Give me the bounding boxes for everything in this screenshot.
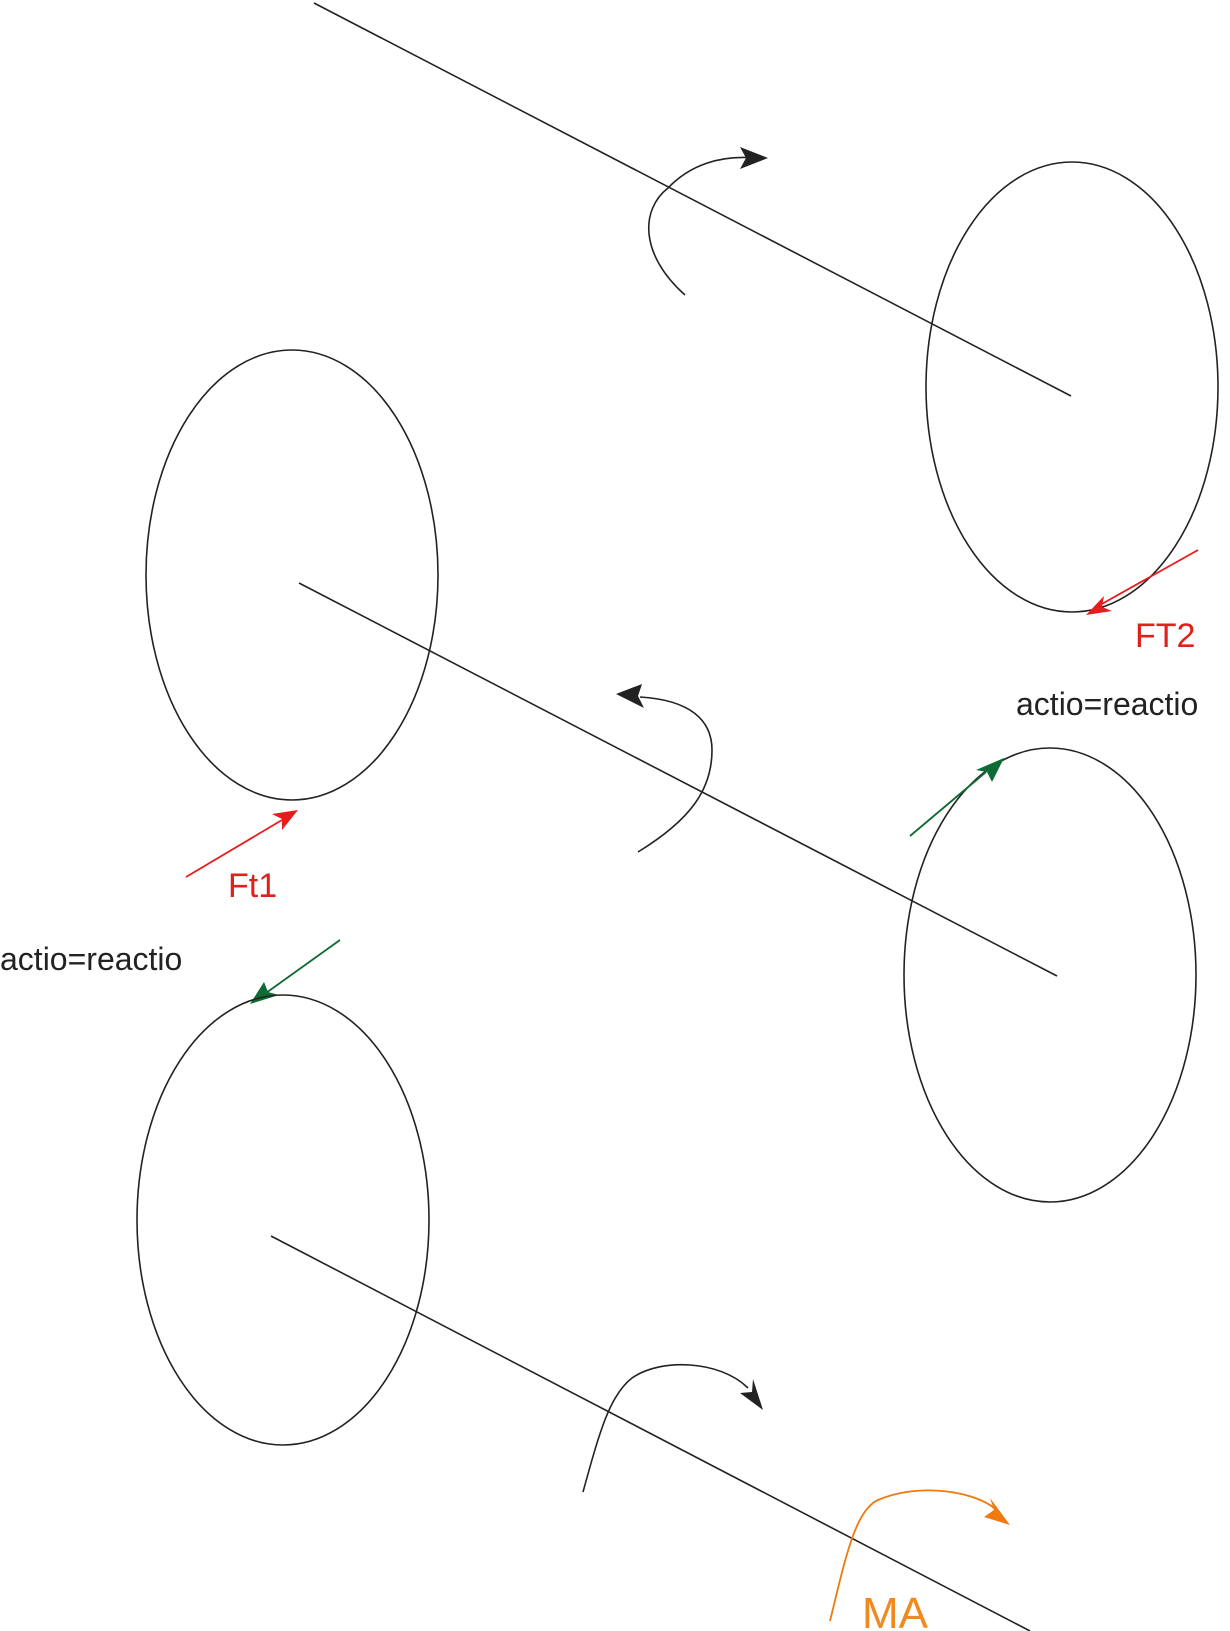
middle-rotation-arrowhead-icon bbox=[616, 684, 644, 708]
top-shaft-assembly bbox=[313, 2, 1219, 613]
bottom-gear-wheel bbox=[136, 994, 430, 1446]
middle-shaft-assembly bbox=[145, 349, 1197, 1203]
bottom-shaft-line bbox=[270, 1235, 1031, 1631]
actio-reactio-label-left: actio=reactio bbox=[0, 941, 182, 977]
top-gear-wheel bbox=[925, 161, 1219, 613]
green-force-left bbox=[250, 939, 341, 1004]
middle-shaft-line bbox=[298, 582, 1058, 977]
middle-right-gear-wheel bbox=[903, 747, 1197, 1203]
bottom-rotation-arrowhead-icon bbox=[740, 1379, 763, 1410]
ft2-force-line bbox=[1099, 549, 1199, 606]
top-rotation-arrowhead-icon bbox=[740, 147, 768, 169]
ft2-force: FT2 bbox=[1086, 549, 1199, 655]
top-rotation-arrow bbox=[648, 156, 756, 296]
green-force-right-line bbox=[909, 771, 987, 837]
ma-moment: MA bbox=[829, 1489, 1010, 1631]
ft2-label: FT2 bbox=[1135, 617, 1195, 655]
ft1-force-line bbox=[185, 819, 283, 878]
ft1-arrowhead-icon bbox=[272, 810, 298, 830]
bottom-rotation-arrow bbox=[582, 1363, 749, 1493]
ft2-arrowhead-icon bbox=[1086, 596, 1112, 615]
ft1-label: Ft1 bbox=[228, 867, 277, 905]
ma-label: MA bbox=[862, 1589, 929, 1631]
ft1-force: Ft1 bbox=[185, 810, 298, 905]
green-force-left-line bbox=[265, 939, 341, 994]
ma-moment-arrow bbox=[829, 1489, 995, 1622]
green-force-right bbox=[909, 758, 1004, 837]
actio-reactio-label-right: actio=reactio bbox=[1016, 686, 1198, 722]
green-force-left-arrowhead-icon bbox=[250, 982, 279, 1004]
middle-rotation-arrow bbox=[637, 696, 713, 853]
green-force-right-arrowhead-icon bbox=[976, 758, 1004, 782]
middle-left-gear-wheel bbox=[145, 349, 439, 801]
bottom-shaft-assembly bbox=[136, 994, 1031, 1631]
top-shaft-line bbox=[313, 2, 1072, 397]
ma-arrowhead-icon bbox=[984, 1498, 1010, 1525]
